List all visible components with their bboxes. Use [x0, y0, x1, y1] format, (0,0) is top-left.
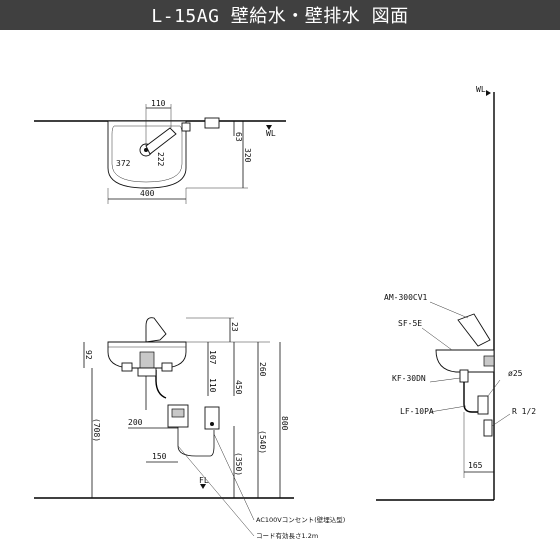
- wl-label-top: WL: [266, 129, 276, 138]
- power-outlet: [204, 406, 220, 430]
- dim-400: 400: [140, 189, 155, 198]
- dim-165: 165: [468, 461, 483, 470]
- dim-260: 260: [258, 362, 267, 377]
- dim-708: (708): [92, 418, 101, 442]
- trap-nut-front: [137, 367, 157, 377]
- fl-triangle: [200, 484, 206, 489]
- supply-valve-left: [121, 362, 133, 372]
- side-view: WL AM-300CV1 SF-5E KF-30DN LF-10PA ø25 R…: [376, 85, 536, 501]
- dim-110: 110: [208, 378, 217, 393]
- wl-triangle-top: [266, 125, 272, 130]
- supply-fitting-top: [181, 122, 191, 132]
- drain-body-front: [139, 351, 155, 369]
- power-cord: [177, 427, 215, 457]
- dim-222: 222: [156, 152, 165, 167]
- trap-pipe-front: [155, 370, 167, 399]
- note-outlet: AC100Vコンセント(壁埋込型): [256, 515, 345, 524]
- drawing-title: L-15AG 壁給水・壁排水 図面: [0, 0, 560, 30]
- dim-pipe-diameter: ø25: [508, 369, 523, 378]
- part-supply: R 1/2: [512, 407, 536, 416]
- trap-body-side: [477, 395, 489, 415]
- dim-92: 92: [84, 350, 93, 360]
- front-view: FL 23 107: [34, 317, 345, 540]
- part-drain: KF-30DN: [392, 374, 426, 383]
- dim-350: (350): [234, 452, 243, 476]
- dim-faucet-width: 110: [151, 99, 166, 108]
- dim-320: 320: [243, 148, 252, 163]
- wall-drain-side: [483, 419, 493, 437]
- top-view: 110 63 320 222 372 400 WL: [34, 99, 286, 204]
- part-faucet: AM-300CV1: [384, 293, 428, 302]
- dim-800: 800: [280, 416, 289, 431]
- faucet-front: [145, 317, 167, 343]
- dim-450: 450: [234, 380, 243, 395]
- faucet-spout: [145, 127, 177, 155]
- part-trap: LF-10PA: [400, 407, 434, 416]
- dim-107: 107: [208, 350, 217, 365]
- trap-side: [463, 382, 486, 413]
- dim-63: 63: [234, 132, 243, 142]
- drain-side: [459, 369, 469, 383]
- part-stopper: SF-5E: [398, 319, 422, 328]
- fl-label: FL: [199, 476, 209, 485]
- wl-label-side: WL: [476, 85, 486, 94]
- wl-triangle-side: [486, 90, 491, 96]
- basin-side: [435, 349, 495, 373]
- supply-side-fitting: [483, 355, 495, 367]
- dim-23: 23: [230, 322, 239, 332]
- faucet-side: [457, 313, 491, 347]
- dim-372: 372: [116, 159, 131, 168]
- note-cord: コード有効長さ1.2m: [256, 531, 318, 540]
- supply-valve-right: [161, 362, 173, 372]
- dim-200: 200: [128, 418, 143, 427]
- dim-540: (540): [258, 430, 267, 454]
- dim-150: 150: [152, 452, 167, 461]
- wall-connection-top: [204, 117, 220, 129]
